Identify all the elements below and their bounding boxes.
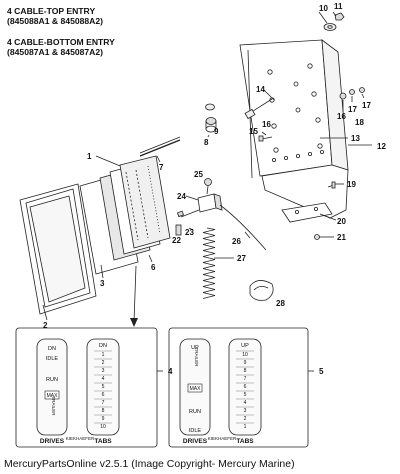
- left-drives-label-0: DN: [48, 346, 56, 352]
- callout-numbers: 10 11 12 13 14 15 16 16 17 17 18 19 20 2…: [43, 2, 386, 376]
- right-tab-number: 10: [242, 352, 248, 358]
- callout-10: 10: [319, 4, 328, 13]
- callout-15: 15: [249, 127, 258, 136]
- knob-28: [249, 280, 274, 301]
- callout-20: 20: [337, 217, 346, 226]
- right-drives-label-1: TRAILER: [194, 347, 199, 367]
- callout-6: 6: [151, 263, 156, 272]
- callout-7: 7: [159, 163, 164, 172]
- gauge-right: UP TRAILER MAX RUN IDLE DRIVES UP 10 9 8 7 6…: [179, 338, 262, 445]
- left-drives-title: DRIVES: [40, 438, 65, 445]
- gauge-left: DN IDLE RUN MAX TRAILER DRIVES DN 1 2 3 4 5 6…: [36, 338, 120, 445]
- callout-13: 13: [351, 134, 360, 143]
- right-tab-number: 6: [244, 384, 247, 390]
- left-brand: KIEKHAEFER: [66, 436, 95, 441]
- fittings-8-9: [205, 103, 217, 138]
- washer-and-nut: [323, 12, 345, 31]
- sensor-block: [185, 178, 223, 213]
- callout-9: 9: [214, 127, 219, 136]
- left-tab-number: 3: [102, 368, 105, 374]
- callout-14: 14: [256, 85, 265, 94]
- left-tab-number: 5: [102, 384, 105, 390]
- header-top-entry-title: 4 CABLE-TOP ENTRY: [7, 6, 96, 16]
- right-tab-number: 5: [244, 392, 247, 398]
- right-tabs-top: UP: [241, 343, 249, 349]
- callout-3: 3: [100, 279, 105, 288]
- callout-11: 11: [334, 2, 343, 11]
- callout-26: 26: [232, 237, 241, 246]
- right-drives-label-0: UP: [191, 345, 199, 351]
- callout-2: 2: [43, 321, 48, 330]
- gauge-panel-layers: [99, 155, 171, 261]
- callout-4: 4: [168, 367, 173, 376]
- callout-5: 5: [319, 367, 324, 376]
- left-tabs-top: DN: [99, 343, 107, 349]
- callout-25: 25: [194, 170, 203, 179]
- right-tab-number: 8: [244, 368, 247, 374]
- left-tab-number: 10: [100, 424, 106, 430]
- left-tabs-title: TABS: [94, 438, 112, 445]
- footer-copyright: MercuryPartsOnline v2.5.1 (Image Copyrig…: [4, 458, 295, 470]
- header-bottom-entry-title: 4 CABLE-BOTTOM ENTRY: [7, 37, 115, 47]
- right-drives-label-3: RUN: [189, 409, 201, 415]
- callout-21: 21: [337, 233, 346, 242]
- right-drives-label-4: IDLE: [189, 428, 202, 434]
- left-tab-number: 6: [102, 392, 105, 398]
- right-tab-number: 2: [244, 416, 247, 422]
- callout-22: 22: [172, 236, 181, 245]
- right-tab-number: 7: [244, 376, 247, 382]
- right-tab-number: 4: [244, 400, 247, 406]
- header-bottom-entry-parts: (845087A1 & 845087A2): [7, 47, 104, 57]
- right-drives-label-2: MAX: [190, 386, 202, 392]
- callout-28: 28: [276, 299, 285, 308]
- right-brand: KIEKHAEFER: [208, 436, 237, 441]
- left-tab-number: 2: [102, 360, 105, 366]
- callout-17-left: 17: [348, 105, 357, 114]
- spring-27: [202, 227, 216, 299]
- callout-12: 12: [377, 142, 386, 151]
- right-tab-number: 3: [244, 408, 247, 414]
- left-tab-number: 1: [102, 352, 105, 358]
- callout-23: 23: [185, 228, 194, 237]
- right-tab-number: 1: [244, 424, 247, 430]
- left-tab-number: 9: [102, 416, 105, 422]
- left-drives-label-2: RUN: [46, 377, 58, 383]
- callout-8: 8: [204, 138, 209, 147]
- rod-7: [139, 136, 181, 163]
- callout-16a: 16: [262, 120, 271, 129]
- left-tab-number: 8: [102, 408, 105, 414]
- switch-14: [244, 89, 275, 120]
- left-tab-number: 7: [102, 400, 105, 406]
- callout-17-right: 17: [362, 101, 371, 110]
- screw-15: [258, 135, 273, 142]
- callout-27: 27: [237, 254, 246, 263]
- header-top-entry-parts: (845088A1 & 845088A2): [7, 16, 104, 26]
- callout-18: 18: [355, 118, 364, 127]
- right-tabs-title: TABS: [236, 438, 254, 445]
- left-drives-label-4: TRAILER: [51, 396, 56, 416]
- mounting-bracket: [239, 39, 349, 223]
- left-drives-label-1: IDLE: [46, 356, 59, 362]
- callout-1: 1: [87, 152, 92, 161]
- callout-24: 24: [177, 192, 186, 201]
- left-drives-label-3: MAX: [47, 393, 59, 399]
- bezel-2: [19, 183, 97, 315]
- right-drives-title: DRIVES: [183, 438, 208, 445]
- callout-16b: 16: [337, 112, 346, 121]
- left-tab-number: 4: [102, 376, 105, 382]
- callout-19: 19: [347, 180, 356, 189]
- right-tab-number: 9: [244, 360, 247, 366]
